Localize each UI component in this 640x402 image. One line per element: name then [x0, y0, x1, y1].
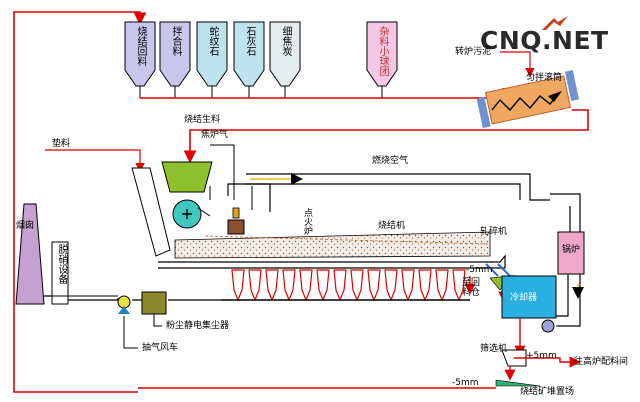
label-fan: 抽气风车: [142, 343, 179, 353]
windboxes: [231, 269, 466, 302]
logo-text: CNQ.NET: [480, 26, 609, 55]
label-return-bin: 至回料仓: [462, 278, 481, 298]
cnq-logo: CNQ.NET: [480, 16, 609, 55]
label-cooler: 冷却器: [510, 293, 538, 303]
windbox: [401, 269, 415, 302]
windbox: [299, 269, 313, 302]
windbox: [282, 269, 296, 302]
label-ignition: 点火炉: [302, 208, 312, 235]
label-minus5-return: -5mm: [466, 265, 493, 275]
raw-material-bins: [124, 21, 398, 98]
label-yard: 烧结矿堆置场: [520, 387, 575, 397]
label-mixer: 匀拌滚筒: [526, 73, 563, 83]
bin-4: [269, 21, 301, 98]
bin-1: [159, 21, 191, 98]
denitration-equipment: [51, 241, 69, 305]
cooler-fan: [541, 319, 555, 333]
sinter-strand: [158, 254, 506, 269]
cooler: [501, 275, 557, 319]
bin-label-2: 蛇纹石: [207, 26, 218, 56]
label-denitration: 脱硝设备: [56, 244, 67, 284]
windbox: [452, 269, 466, 302]
combustion-air-duct: [246, 173, 550, 201]
bedding-chute: [131, 167, 171, 257]
ignition-burner: [227, 219, 245, 235]
windbox: [316, 269, 330, 302]
label-boiler: 锅炉: [562, 245, 581, 255]
bin-label-4: 细焦炭: [280, 26, 291, 56]
label-crusher: 轧碎机: [480, 227, 508, 237]
sinter-bed: [174, 231, 491, 259]
feed-hopper: [161, 161, 213, 193]
bin-5: [366, 21, 398, 98]
windbox: [418, 269, 432, 302]
bin-label-3: 石灰石: [244, 26, 255, 56]
label-zhuanlu: 转炉污泥: [455, 47, 492, 57]
label-screen: 筛选机: [480, 344, 508, 354]
label-raw-material: 烧结生料: [184, 115, 221, 125]
bin-label-0: 烧结回料: [135, 26, 146, 66]
windbox: [231, 269, 245, 302]
label-chimney: 烟囱: [16, 221, 35, 231]
bin-label-5: 杂料小球团: [377, 26, 388, 76]
red-return-line: [13, 11, 147, 393]
flue-duct: [44, 295, 222, 301]
label-plus5: +5mm: [526, 351, 557, 361]
sinter-yard: [495, 379, 541, 387]
windbox: [350, 269, 364, 302]
windbox: [248, 269, 262, 302]
windbox: [384, 269, 398, 302]
boiler: [557, 231, 585, 275]
windbox: [435, 269, 449, 302]
sludge-line: [500, 51, 535, 78]
electrostatic-precipitator: [141, 291, 167, 315]
label-dust: 粉尘静电集尘器: [166, 321, 230, 331]
label-to-blast: 往高炉配料间: [574, 357, 629, 367]
bins-collector-line: [140, 88, 504, 99]
bird-logo-icon: [542, 16, 568, 30]
bin-2: [196, 21, 228, 98]
windbox: [265, 269, 279, 302]
label-combustion-air: 燃烧空气: [372, 156, 409, 166]
windbox: [333, 269, 347, 302]
bin-label-1: 拌合料: [170, 26, 181, 56]
coke-gas-line: [210, 144, 235, 200]
mixer-outlet-line: [183, 109, 589, 164]
label-sinter-machine: 烧结机: [378, 221, 406, 231]
label-coke-gas: 焦炉气: [201, 130, 229, 140]
boiler-duct: [550, 193, 581, 232]
windbox: [367, 269, 381, 302]
label-minus5-bottom: -5mm: [452, 378, 479, 388]
bin-0: [124, 21, 156, 98]
bedding-line: [45, 149, 145, 173]
label-bedding: 垫料: [52, 139, 71, 149]
chimney: [15, 203, 45, 305]
ignition-hood: [227, 183, 271, 212]
mixer-drum: [476, 70, 579, 129]
bin-3: [233, 21, 265, 98]
